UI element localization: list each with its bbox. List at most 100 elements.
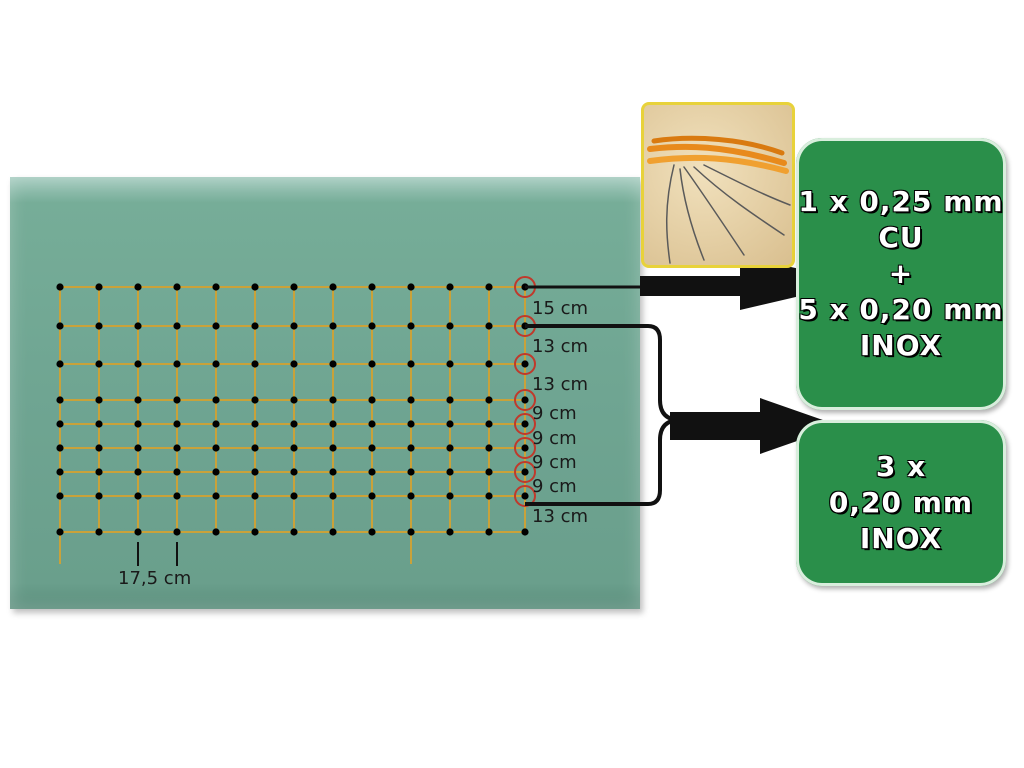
knot-r3-c9 <box>368 360 376 368</box>
knot-r2-c5 <box>212 322 220 330</box>
knot-r2-c7 <box>290 322 298 330</box>
knot-r1-c4 <box>173 283 181 291</box>
spacing-label-4: 9 cm <box>532 403 577 424</box>
knot-r4-c6 <box>251 396 259 404</box>
knot-r1-c9 <box>368 283 376 291</box>
steel-strand-3 <box>679 168 705 261</box>
knot-r3-c7 <box>290 360 298 368</box>
knot-r6-c3 <box>134 444 142 452</box>
knot-r8-c6 <box>251 492 259 500</box>
knot-r2-c2 <box>95 322 103 330</box>
knot-r3-c5 <box>212 360 220 368</box>
knot-r8-c7 <box>290 492 298 500</box>
knot-r7-c4 <box>173 468 181 476</box>
wire-spec-box-bottom: 3 x 0,20 mm INOX <box>796 420 1006 586</box>
knot-r9-c4 <box>173 528 181 536</box>
knot-r5-c6 <box>251 420 259 428</box>
knot-r6-c7 <box>290 444 298 452</box>
knot-r1-c2 <box>95 283 103 291</box>
knot-r7-c6 <box>251 468 259 476</box>
knot-r6-c11 <box>446 444 454 452</box>
knot-r3-c4 <box>173 360 181 368</box>
knot-r7-c2 <box>95 468 103 476</box>
knot-r9-c8 <box>329 528 337 536</box>
conductive-wire-marker-3 <box>514 353 536 375</box>
box-top-line-2: CU <box>878 221 924 254</box>
knot-r3-c11 <box>446 360 454 368</box>
conductive-wire-marker-6 <box>514 437 536 459</box>
knot-r6-c10 <box>407 444 415 452</box>
spacing-label-2: 13 cm <box>532 336 589 357</box>
knot-r4-c11 <box>446 396 454 404</box>
knot-r8-c13 <box>521 492 529 500</box>
knot-r2-c10 <box>407 322 415 330</box>
knot-r6-c1 <box>56 444 64 452</box>
knot-r5-c9 <box>368 420 376 428</box>
knot-r3-c13 <box>521 360 529 368</box>
spacing-label-1: 15 cm <box>532 298 589 319</box>
knot-r8-c11 <box>446 492 454 500</box>
knot-r1-c6 <box>251 283 259 291</box>
knot-r9-c13 <box>521 528 529 536</box>
knot-r4-c3 <box>134 396 142 404</box>
knot-r3-c10 <box>407 360 415 368</box>
knot-r4-c2 <box>95 396 103 404</box>
knot-r2-c8 <box>329 322 337 330</box>
knot-r7-c10 <box>407 468 415 476</box>
knot-r6-c8 <box>329 444 337 452</box>
knot-r9-c11 <box>446 528 454 536</box>
knot-r5-c8 <box>329 420 337 428</box>
knot-r3-c1 <box>56 360 64 368</box>
knot-r9-c6 <box>251 528 259 536</box>
knot-r1-c7 <box>290 283 298 291</box>
knot-r1-c12 <box>485 283 493 291</box>
steel-strand-2 <box>693 166 785 236</box>
knot-r1-c5 <box>212 283 220 291</box>
knot-r6-c2 <box>95 444 103 452</box>
knot-r6-c5 <box>212 444 220 452</box>
copper-strand-2 <box>647 154 789 174</box>
knot-r2-c9 <box>368 322 376 330</box>
knot-r4-c10 <box>407 396 415 404</box>
knot-r7-c8 <box>329 468 337 476</box>
knot-r3-c2 <box>95 360 103 368</box>
knot-r1-c11 <box>446 283 454 291</box>
knot-r5-c10 <box>407 420 415 428</box>
knot-r8-c2 <box>95 492 103 500</box>
spacing-label-3: 13 cm <box>532 374 589 395</box>
knot-r7-c13 <box>521 468 529 476</box>
knot-r4-c9 <box>368 396 376 404</box>
knot-r7-c7 <box>290 468 298 476</box>
knot-r5-c2 <box>95 420 103 428</box>
knot-r4-c5 <box>212 396 220 404</box>
knot-r5-c7 <box>290 420 298 428</box>
knot-r8-c9 <box>368 492 376 500</box>
copper-strand-1 <box>647 143 787 166</box>
post-spacing-label: 17,5 cm <box>118 568 192 589</box>
knot-r8-c5 <box>212 492 220 500</box>
knot-r4-c7 <box>290 396 298 404</box>
knot-r5-c12 <box>485 420 493 428</box>
knot-r1-c8 <box>329 283 337 291</box>
knot-r9-c5 <box>212 528 220 536</box>
knot-r4-c12 <box>485 396 493 404</box>
steel-strand-5 <box>666 164 675 264</box>
knot-r4-c8 <box>329 396 337 404</box>
box-top-line-3: + <box>888 257 914 290</box>
spacing-label-6: 9 cm <box>532 452 577 473</box>
spacing-label-8: 13 cm <box>532 506 589 527</box>
knot-r5-c5 <box>212 420 220 428</box>
copper-strand-3 <box>651 135 785 156</box>
knot-r4-c13 <box>521 396 529 404</box>
conductive-wire-marker-4 <box>514 389 536 411</box>
wire-photo <box>641 102 795 268</box>
knot-r4-c1 <box>56 396 64 404</box>
knot-r9-c3 <box>134 528 142 536</box>
knot-r7-c1 <box>56 468 64 476</box>
knot-r7-c3 <box>134 468 142 476</box>
box-top-line-1: 1 x 0,25 mm <box>798 185 1004 218</box>
bracket-lower-wires <box>525 324 681 506</box>
knot-r9-c9 <box>368 528 376 536</box>
knot-r5-c11 <box>446 420 454 428</box>
arrow-to-top-box <box>640 256 860 310</box>
